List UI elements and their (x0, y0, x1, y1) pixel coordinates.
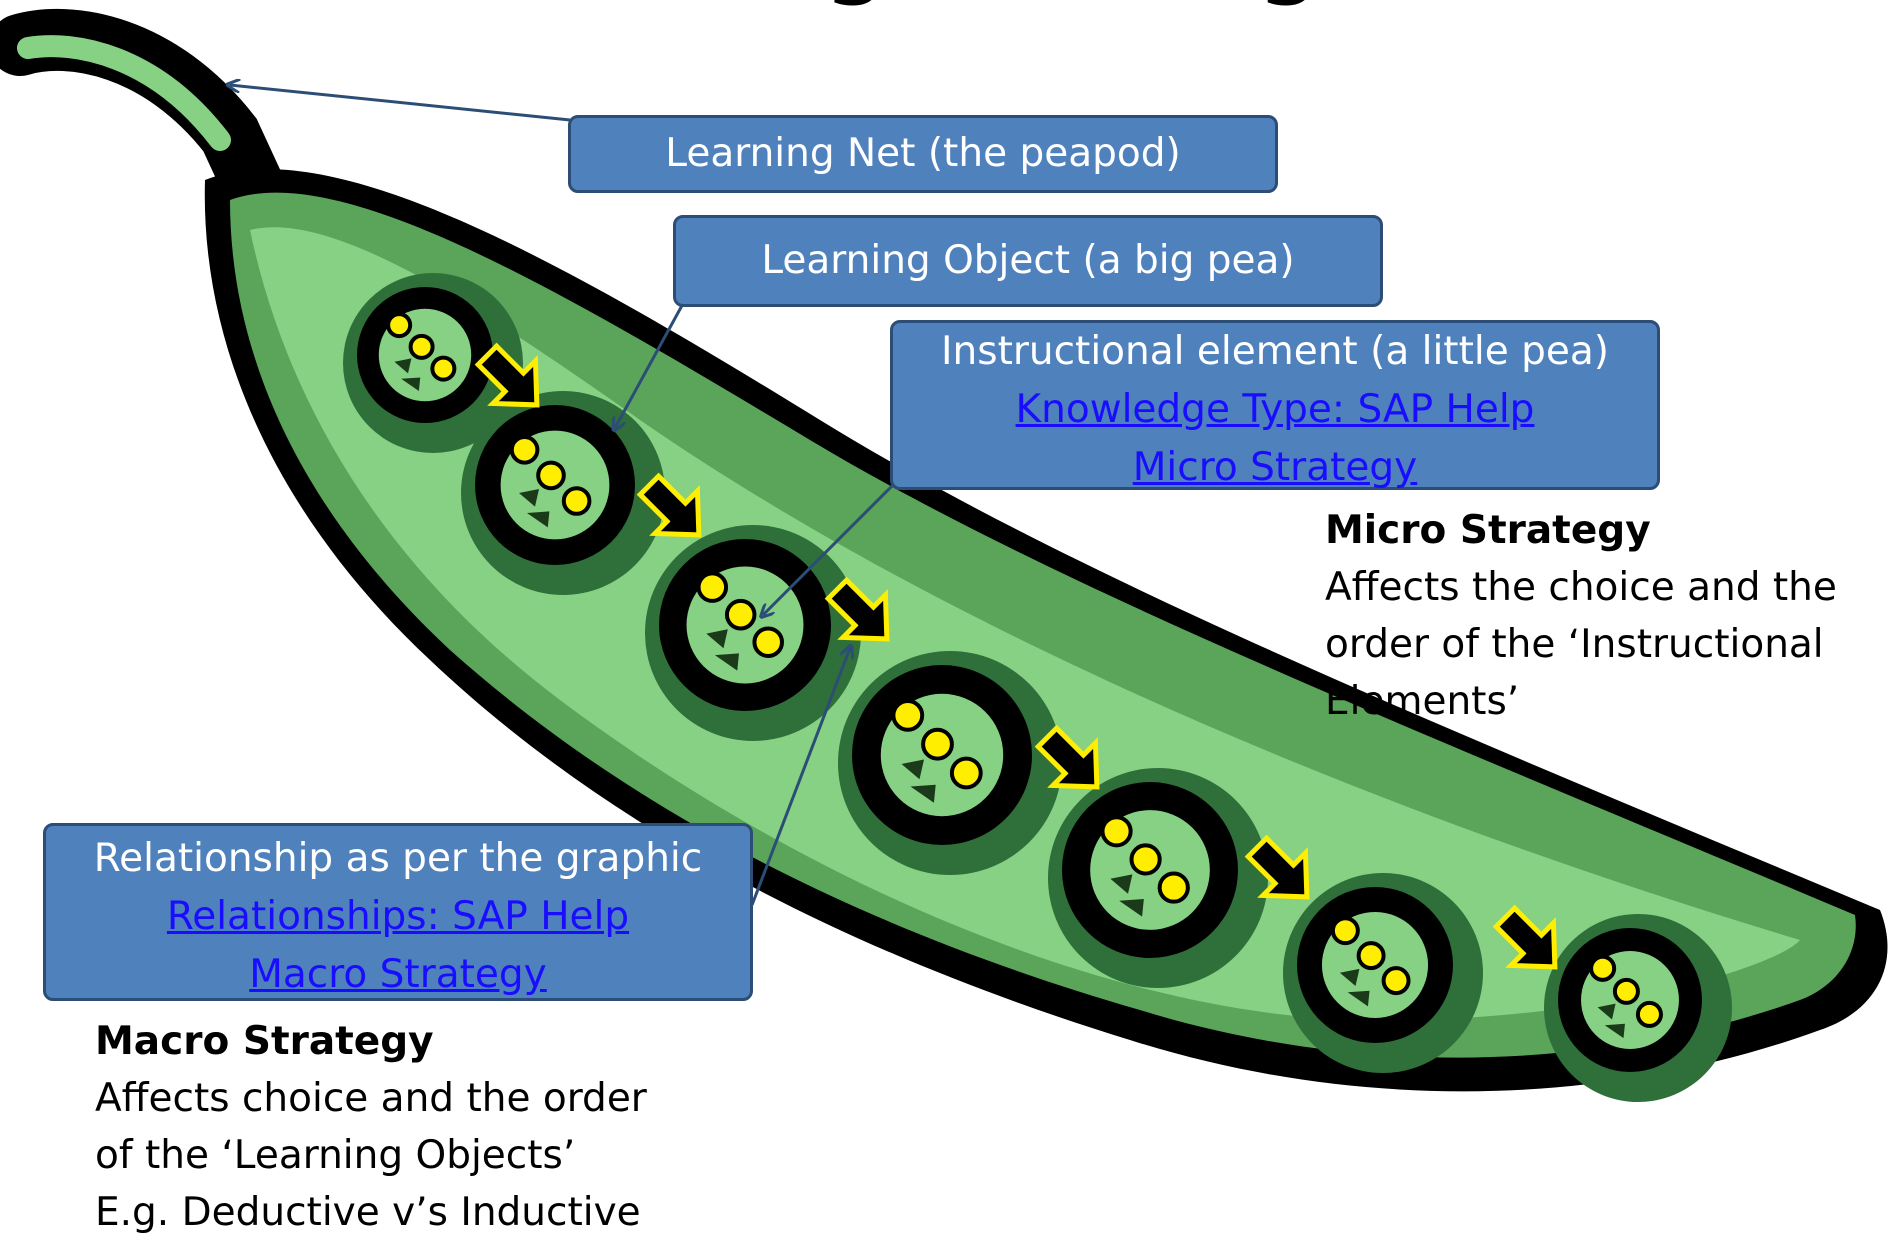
macro-strategy-line: of the ‘Learning Objects’ (95, 1133, 576, 1178)
connector-relationship (750, 648, 850, 906)
pea-wedge (714, 653, 739, 671)
callout-relationship: Relationship as per the graphic Relation… (43, 823, 753, 1001)
callout-learning-object: Learning Object (a big pea) (673, 215, 1383, 307)
instructional-element-dot (1100, 815, 1133, 848)
callout-learning-object-text: Learning Object (a big pea) (761, 238, 1295, 283)
pea-wedge (1119, 899, 1144, 917)
pea-wedge (901, 759, 924, 780)
flow-arrow (474, 342, 540, 408)
pea-wedge (394, 358, 412, 374)
learning-object-pea (1048, 768, 1268, 988)
instructional-element-dot (1356, 941, 1386, 971)
callout-relationship-text: Relationship as per the graphic (93, 836, 703, 881)
instructional-element-dot (536, 460, 566, 491)
instructional-element-dot (724, 598, 757, 631)
flow-arrow-shape (474, 342, 540, 408)
learning-object-pea (838, 651, 1062, 875)
callout-instructional-element: Instructional element (a little pea) Kno… (890, 320, 1660, 490)
connector-learning-object (615, 299, 687, 428)
flow-arrow (636, 472, 702, 538)
flow-arrow (1244, 834, 1310, 900)
learning-object-pea (461, 391, 665, 595)
instructional-element-dot (1381, 966, 1411, 996)
instructional-element-dot (430, 355, 457, 382)
micro-strategy-link[interactable]: Micro Strategy (1132, 445, 1418, 490)
learning-object-pea (343, 273, 523, 453)
pea-wedge (706, 629, 728, 649)
macro-strategy-note: Macro Strategy Affects choice and the or… (95, 1013, 647, 1241)
callout-learning-net: Learning Net (the peapod) (568, 115, 1278, 193)
flow-arrow (1492, 904, 1558, 970)
pea-wedge (1597, 1003, 1616, 1020)
pea-wedge (1347, 990, 1370, 1007)
macro-strategy-heading: Macro Strategy (95, 1019, 434, 1064)
relationships-link[interactable]: Relationships: SAP Help (166, 894, 630, 939)
micro-strategy-heading: Micro Strategy (1325, 508, 1651, 553)
pea-wedge (519, 489, 539, 507)
flow-arrow-shape (1492, 904, 1558, 970)
micro-strategy-line: Affects the choice and the (1325, 565, 1837, 610)
flow-arrow-shape (636, 472, 702, 538)
micro-strategy-line: Elements’ (1325, 679, 1520, 724)
pea-wedge (1604, 1023, 1625, 1039)
flow-arrow (824, 576, 890, 642)
callout-instructional-element-text: Instructional element (a little pea) (941, 329, 1609, 374)
flow-arrow-shape (1034, 724, 1100, 790)
instructional-element-dot (949, 756, 983, 790)
instructional-element-dot (1330, 916, 1360, 946)
pea-wedge (910, 784, 936, 803)
knowledge-type-link[interactable]: Knowledge Type: SAP Help (1015, 387, 1535, 432)
pea-wedge (401, 377, 421, 392)
pea-wedge (1110, 874, 1133, 894)
instructional-element-dot (1612, 977, 1640, 1005)
instructional-element-dot (921, 727, 954, 761)
flow-arrow (1034, 724, 1100, 790)
flow-arrow-shape (824, 576, 890, 642)
learning-object-pea (1544, 914, 1732, 1102)
instructional-element-dot (1129, 843, 1162, 876)
pea-wedge (1339, 968, 1360, 987)
micro-strategy-line: order of the ‘Instructional (1325, 622, 1824, 667)
callout-connectors (230, 85, 902, 906)
pod-stem (0, 8, 291, 231)
callout-learning-net-text: Learning Net (the peapod) (665, 131, 1181, 176)
instructional-element-dot (561, 486, 592, 516)
instructional-element-dot (408, 333, 435, 360)
instructional-element-dot (1635, 1000, 1663, 1028)
learning-object-pea (1283, 873, 1483, 1073)
instructional-element-dot (696, 571, 729, 603)
learning-object-pea (645, 525, 861, 741)
page-title: Learning Strategies (0, 0, 1897, 12)
flow-arrow-shape (1244, 834, 1310, 900)
macro-strategy-line: Affects choice and the order (95, 1076, 647, 1121)
instructional-element-dot (891, 699, 925, 732)
pea-wedge (527, 511, 550, 528)
instructional-element-dot (752, 626, 784, 658)
instructional-element-dot (1589, 954, 1617, 982)
macro-strategy-line: E.g. Deductive v’s Inductive (95, 1190, 641, 1235)
instructional-element-dot (386, 312, 413, 339)
instructional-element-dot (509, 435, 540, 465)
connector-instructional-element (763, 476, 902, 615)
peas-group (343, 273, 1732, 1102)
connector-learning-net (230, 85, 571, 122)
macro-strategy-link[interactable]: Macro Strategy (249, 952, 547, 997)
instructional-element-dot (1157, 871, 1190, 904)
micro-strategy-note: Micro Strategy Affects the choice and th… (1325, 502, 1837, 730)
